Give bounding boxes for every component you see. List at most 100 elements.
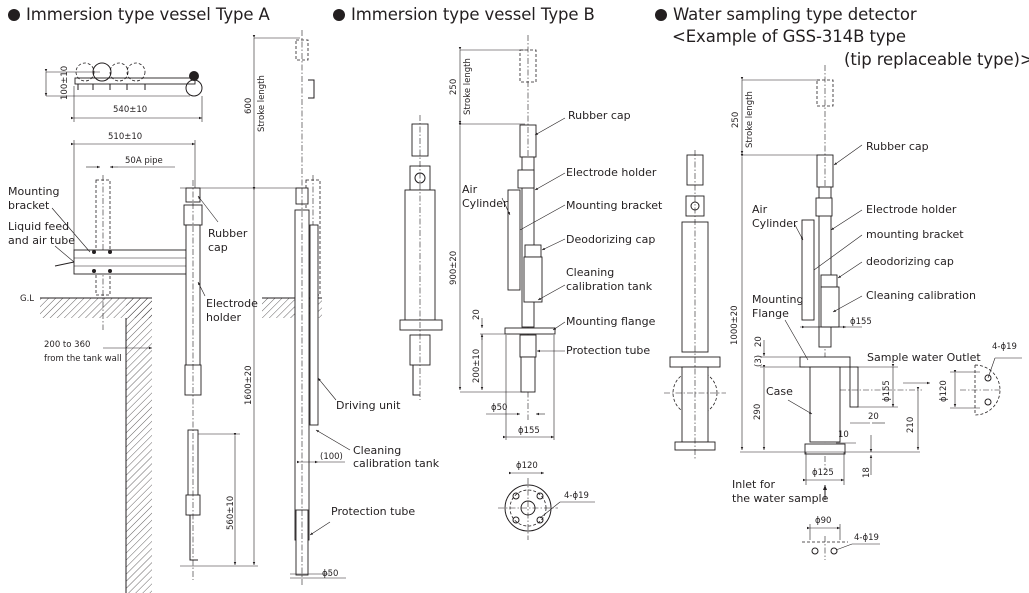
label-a-liquid-feed-1: Liquid feed xyxy=(8,220,70,233)
type-b-flange-plan xyxy=(498,471,595,540)
dim-a-pipe: 50A pipe xyxy=(125,156,163,166)
title-type-a-text: Immersion type vessel Type A xyxy=(26,5,270,24)
dim-a-wall-dist: 200 to 360 xyxy=(44,340,91,350)
bullet-icon xyxy=(333,9,345,21)
dim-b-pcd: ϕ120 xyxy=(516,461,538,471)
title-type-a: Immersion type vessel Type A xyxy=(8,5,270,24)
dim-a-lower-length: 560±10 xyxy=(226,495,236,530)
dim-b-flange-diameter: ϕ155 xyxy=(518,426,540,436)
type-a-drawing xyxy=(40,30,351,593)
label-ws-mounting-flange-2: Flange xyxy=(752,307,789,320)
dim-ws-flange-gap: 20 xyxy=(754,336,764,347)
label-ws-deodorizing-cap: deodorizing cap xyxy=(866,255,954,268)
label-b-cleaning-tank-2: calibration tank xyxy=(566,280,653,293)
subtitle-line-1: <Example of GSS-314B type xyxy=(672,27,906,46)
dim-ws-outlet-diameter: ϕ155 xyxy=(882,380,892,402)
label-a-gl: G.L xyxy=(20,294,35,304)
label-a-electrode-holder-2: holder xyxy=(206,311,242,324)
dim-ws-flange-thk: (3) xyxy=(754,354,764,367)
dim-ws-inner-offset: 10 xyxy=(838,430,849,440)
label-ws-sample-outlet: Sample water Outlet xyxy=(867,351,981,364)
type-a-plan-view xyxy=(44,62,203,250)
dim-a-stroke-label: Stroke length xyxy=(257,75,267,132)
label-a-mounting-bracket-2: bracket xyxy=(8,199,50,212)
label-b-cleaning-tank-1: Cleaning xyxy=(566,266,615,279)
dim-b-stroke: 250 xyxy=(449,78,459,95)
ws-outlet-flange-plan xyxy=(950,357,1022,416)
label-ws-inlet-1: Inlet for xyxy=(732,478,775,491)
dim-b-total-length: 900±20 xyxy=(449,250,459,285)
ws-side-view xyxy=(664,150,726,460)
label-a-liquid-feed-2: and air tube xyxy=(8,234,76,247)
dim-ws-base-thk: 18 xyxy=(862,467,872,478)
subtitle-line-2: (tip replaceable type)> xyxy=(844,50,1029,69)
dim-b-stroke-label: Stroke length xyxy=(463,58,473,115)
dim-a-width-top: 540±10 xyxy=(113,105,148,115)
dim-ws-outlet-holes: 4-ϕ19 xyxy=(992,342,1017,352)
dim-a-diameter: ϕ50 xyxy=(322,569,339,579)
label-ws-air-cylinder-1: Air xyxy=(752,203,768,216)
label-a-driving-unit: Driving unit xyxy=(336,399,401,412)
dim-a-stroke: 600 xyxy=(244,97,254,114)
dim-b-lower-length: 200±10 xyxy=(472,348,482,383)
dim-ws-stroke-label: Stroke length xyxy=(745,91,755,148)
dim-a-total-length: 1600±20 xyxy=(244,365,254,405)
dim-a-wall-dist-note: from the tank wall xyxy=(44,354,122,364)
type-b-front-view xyxy=(504,35,556,420)
label-a-mounting-bracket-1: Mounting xyxy=(8,185,60,198)
dim-ws-outlet-pcd: ϕ120 xyxy=(939,380,949,402)
ws-front-view xyxy=(799,65,859,470)
dim-a-width-bracket: 510±10 xyxy=(108,132,143,142)
ws-inlet-flange-plan xyxy=(802,524,880,560)
dim-b-flange-gap: 20 xyxy=(472,309,482,320)
type-a-probe-side xyxy=(290,30,330,585)
label-a-rubber-cap-2: cap xyxy=(208,241,228,254)
dim-ws-outlet-offset: 20 xyxy=(868,412,879,422)
label-a-protection-tube: Protection tube xyxy=(331,505,416,518)
dim-ws-stroke: 250 xyxy=(731,111,741,128)
label-ws-inlet-2: the water sample xyxy=(732,492,829,505)
title-type-b-text: Immersion type vessel Type B xyxy=(351,5,595,24)
title-water-sampling-text: Water sampling type detector xyxy=(673,5,917,24)
label-a-rubber-cap-1: Rubber xyxy=(208,227,248,240)
bullet-icon xyxy=(8,9,20,21)
label-ws-electrode-holder: Electrode holder xyxy=(866,203,957,216)
dim-ws-base-diameter: ϕ125 xyxy=(812,468,834,478)
dim-b-holes: 4-ϕ19 xyxy=(564,491,589,501)
dim-ws-inlet-holes: 4-ϕ19 xyxy=(854,533,879,543)
label-b-protection-tube: Protection tube xyxy=(566,344,651,357)
label-a-cleaning-tank-2: calibration tank xyxy=(353,457,440,470)
dim-ws-flange-diameter: ϕ155 xyxy=(850,317,872,327)
type-a-probe-front xyxy=(183,180,203,580)
dim-ws-total-length: 1000±20 xyxy=(730,305,740,345)
label-a-cleaning-tank-1: Cleaning xyxy=(353,444,402,457)
type-a-bracket xyxy=(54,249,187,275)
label-ws-mounting-bracket: mounting bracket xyxy=(866,228,964,241)
dim-ws-inlet-pcd: ϕ90 xyxy=(815,516,832,526)
title-type-b: Immersion type vessel Type B xyxy=(333,5,595,24)
label-b-rubber-cap: Rubber cap xyxy=(568,109,631,122)
type-b-drawing xyxy=(399,35,595,540)
label-b-mounting-flange: Mounting flange xyxy=(566,315,656,328)
label-b-mounting-bracket: Mounting bracket xyxy=(566,199,663,212)
water-sampling-drawing xyxy=(664,65,1022,560)
label-b-electrode-holder: Electrode holder xyxy=(566,166,657,179)
label-ws-rubber-cap: Rubber cap xyxy=(866,140,929,153)
dim-a-height-top: 100±10 xyxy=(60,65,70,100)
label-ws-mounting-flange-1: Mounting xyxy=(752,293,804,306)
type-a-ground xyxy=(40,297,322,593)
label-a-electrode-holder-1: Electrode xyxy=(206,297,258,310)
dim-ws-case-length: 290 xyxy=(753,403,763,420)
label-b-air-cylinder-1: Air xyxy=(462,183,478,196)
dim-ws-outlet-height: 210 xyxy=(906,416,916,433)
dim-a-tank-offset: (100) xyxy=(320,452,343,462)
label-b-air-cylinder-2: Cylinder xyxy=(462,197,508,210)
label-ws-cleaning-calibration: Cleaning calibration xyxy=(866,289,976,302)
label-ws-case: Case xyxy=(766,385,793,398)
title-water-sampling: Water sampling type detector xyxy=(655,5,917,24)
type-b-side-view xyxy=(399,115,443,400)
label-ws-air-cylinder-2: Cylinder xyxy=(752,217,798,230)
label-b-deodorizing-cap: Deodorizing cap xyxy=(566,233,656,246)
bullet-icon xyxy=(655,9,667,21)
